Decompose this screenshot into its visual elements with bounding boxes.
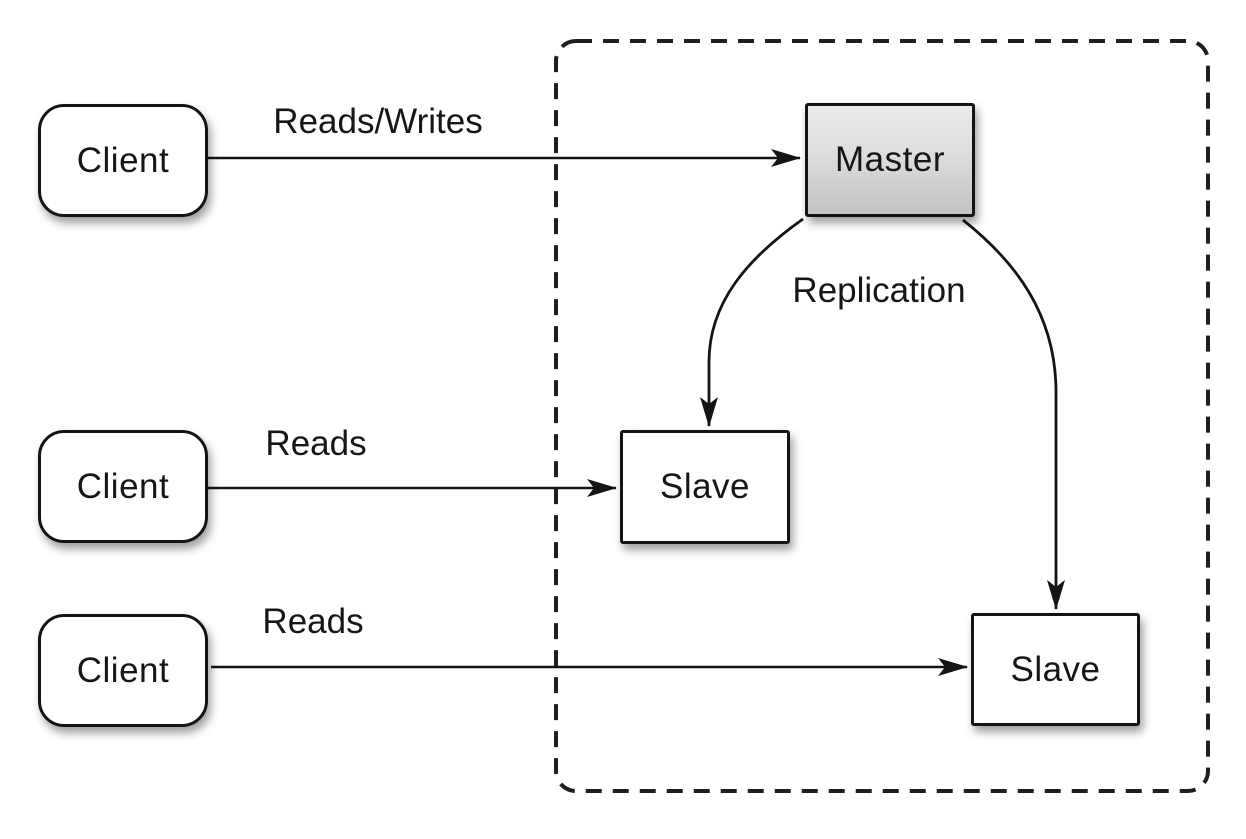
client-node-2-label: Client xyxy=(76,466,170,506)
client-node-1-label: Client xyxy=(76,140,170,180)
reads-writes-label: Reads/Writes xyxy=(273,102,483,141)
slave-node-2: Slave xyxy=(971,613,1140,726)
client-node-1: Client xyxy=(38,104,208,217)
master-node: Master xyxy=(805,103,975,217)
replication-group-boundary xyxy=(554,39,1210,793)
master-node-label: Master xyxy=(835,140,945,179)
slave-node-2-label: Slave xyxy=(1010,649,1101,689)
replication-arrow-to-slave1 xyxy=(700,217,804,427)
slave-node-1-label: Slave xyxy=(659,467,751,506)
reads-mid-label: Reads xyxy=(265,424,367,463)
client-node-3-label: Client xyxy=(76,650,170,690)
client-node-3: Client xyxy=(38,614,208,727)
slave-node-1: Slave xyxy=(620,430,790,544)
replication-arrow-to-slave2 xyxy=(962,218,1065,610)
client-node-2: Client xyxy=(38,430,208,543)
reads-bottom-label: Reads xyxy=(262,602,364,641)
replication-label: Replication xyxy=(792,271,966,310)
